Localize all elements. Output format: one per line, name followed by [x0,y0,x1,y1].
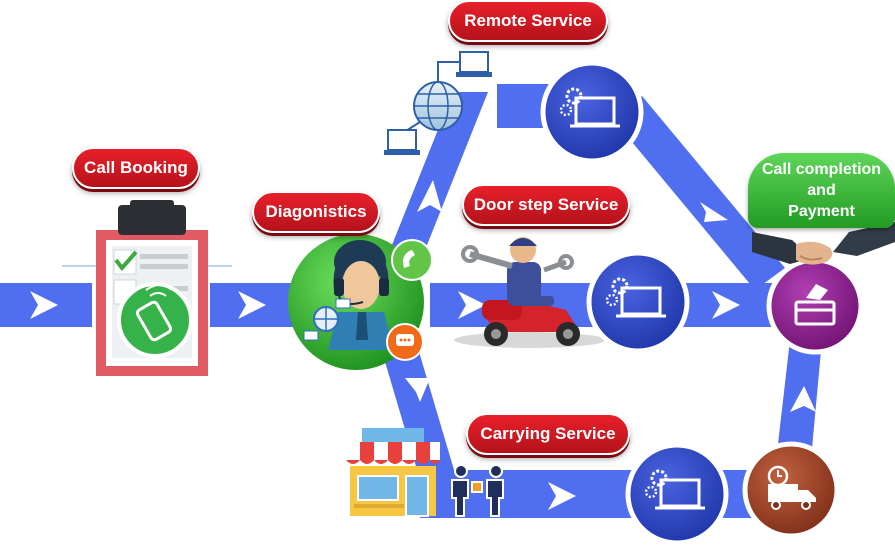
diagnostics-text: Diagonistics [265,202,367,221]
carrying-service-text: Carrying Service [480,424,616,443]
arrow-down-carrying [405,378,430,402]
arrow-doorstep-1 [458,291,486,319]
call-completion-line1: Call completion [761,161,882,178]
call-completion-line2: and [807,182,836,199]
door-step-service-text: Door step Service [473,195,619,214]
mechanic-scooter-icon [454,237,606,348]
call-booking-text: Call Booking [84,158,188,177]
remote-service-label: Remote Service [448,0,608,42]
arrow-entry [30,291,58,319]
arrow-carrying [548,482,576,510]
remote-service-text: Remote Service [464,11,592,30]
diagnostics-label: Diagonistics [252,191,380,233]
delivery-truck-icon [742,441,840,539]
flow-arrows [30,180,816,510]
arrow-up-payment [790,386,816,412]
laptop-gears-icon [625,442,729,546]
laptop-gears-icon [586,250,690,354]
handover-people-icon [451,464,504,517]
path-remote-to-payment [612,96,785,290]
card-payment-icon [766,257,864,355]
arrow-booking-out [238,291,266,319]
arrow-doorstep-2 [712,291,740,319]
arrow-up-remote [417,180,442,212]
clipboard-phone-icon [62,200,232,376]
store-icon [346,428,440,517]
door-step-service-label: Door step Service [462,184,630,226]
path-diagnostics-to-remote [390,92,488,250]
network-globe-icon [384,51,492,155]
arrow-remote-down [700,202,728,222]
call-completion-line3: Payment [788,203,855,220]
laptop-gears-icon [540,60,644,164]
call-completion-label: Call completion and Payment [748,153,895,228]
call-booking-label: Call Booking [72,147,200,189]
handshake-icon [752,222,895,265]
carrying-service-label: Carrying Service [466,413,630,455]
support-agent-icon [288,234,433,370]
